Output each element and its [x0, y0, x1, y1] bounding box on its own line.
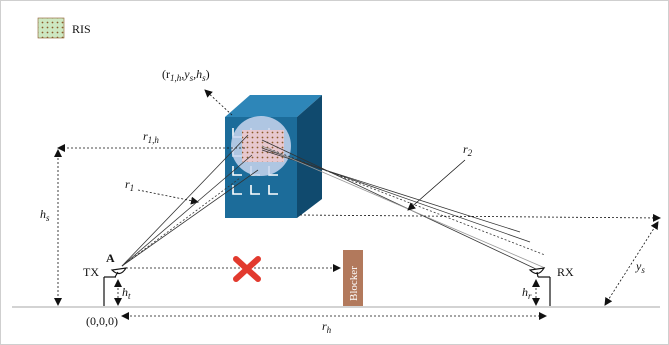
tx-antenna: [103, 267, 128, 306]
origin-label: (0,0,0): [86, 314, 118, 328]
ys-label: ys: [635, 259, 645, 275]
ys-reference-line: [299, 213, 661, 222]
rx-antenna: [528, 267, 551, 306]
ys-arrow: [604, 221, 659, 306]
ht-label: ht: [122, 285, 131, 301]
r1-label: r1: [125, 177, 134, 193]
rx-label: RX: [557, 265, 574, 279]
ris-coord-arrow: [204, 89, 233, 116]
blocker: [343, 250, 363, 306]
tx-rays: [121, 134, 259, 267]
r2-pointer: [407, 159, 466, 211]
rx-rays: [261, 139, 546, 271]
building-top: [225, 95, 322, 117]
ris-coord-label: (r1,h,ys,hs): [162, 67, 210, 83]
blocker-label: Blocker: [348, 266, 360, 301]
hs-label: hs: [40, 207, 50, 223]
r2-label: r2: [463, 142, 473, 158]
legend-label: RIS: [72, 22, 91, 36]
blocked-cross-icon: [233, 256, 261, 282]
building-side: [297, 95, 322, 218]
rh-label: rh: [322, 319, 332, 335]
r1h-label: r1,h: [143, 129, 159, 145]
tx-label: TX: [83, 265, 99, 279]
hr-label: hr: [522, 285, 532, 301]
legend: RIS: [37, 17, 91, 39]
point-a-label: A: [106, 251, 115, 265]
building: [225, 95, 322, 218]
